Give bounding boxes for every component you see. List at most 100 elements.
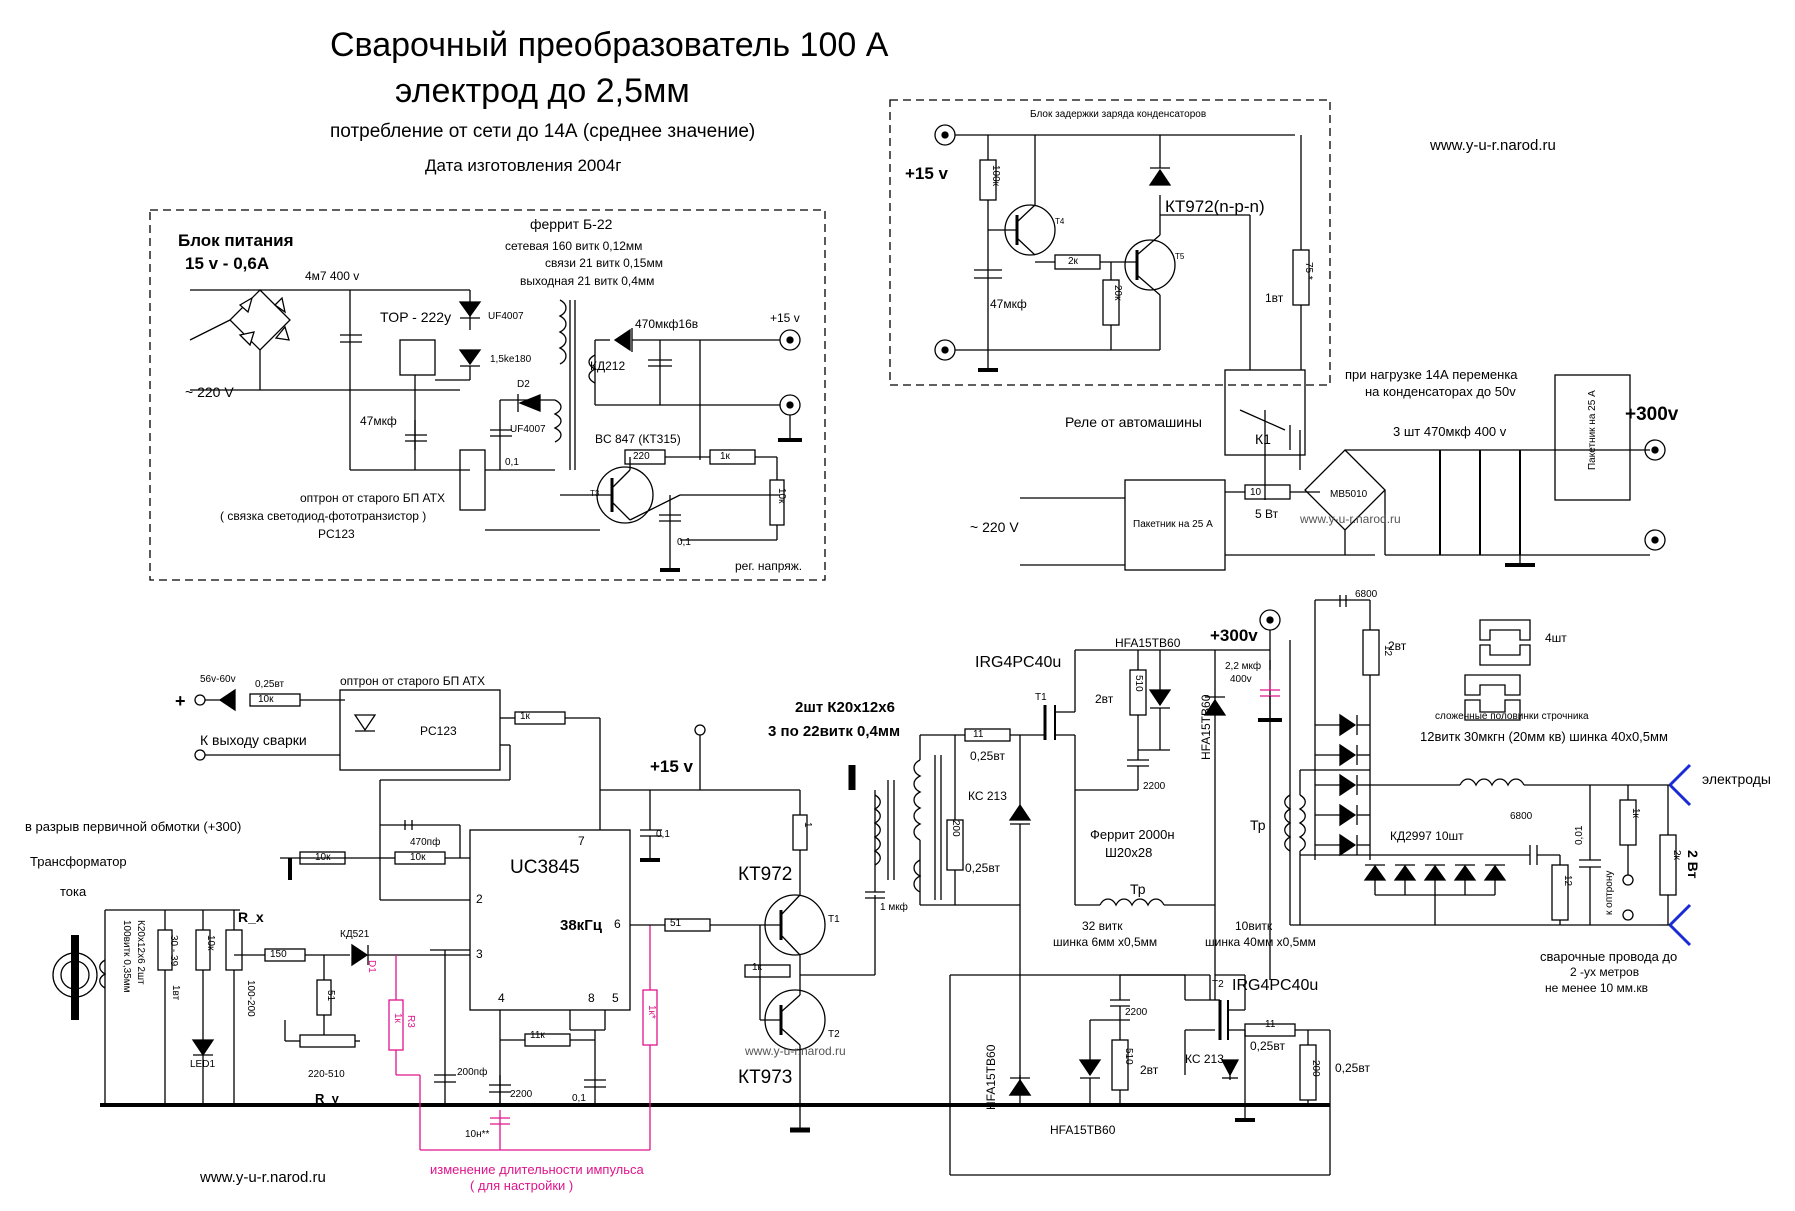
- wires-note-3: не менее 10 мм.кв: [1545, 981, 1649, 995]
- website-bottom: www.y-u-r.narod.ru: [200, 1169, 326, 1186]
- title-line-3: потребление от сети до 14А (среднее знач…: [330, 121, 756, 142]
- r10k-ps-label: 10к: [776, 488, 787, 504]
- website-watermark-1: www.y-u-r.narod.ru: [1300, 512, 1401, 526]
- pc123-ctrl-label: PC123: [420, 724, 457, 738]
- optron-line-1: оптрон от старого БП АТХ: [300, 491, 445, 505]
- cap47-delay-label: 47мкф: [990, 297, 1027, 311]
- r75-label: 75 *: [1303, 262, 1314, 280]
- core-note-label: сложенные половинки строчника: [1435, 711, 1589, 722]
- pin-6: 6: [614, 917, 621, 931]
- r2k-label: 2к: [1068, 256, 1078, 267]
- optron-line-2: ( связка светодиод-фототранзистор ): [220, 509, 427, 523]
- r025c-label: 0,25вт: [1250, 1039, 1285, 1053]
- r1k-ps-label: 1к: [720, 451, 730, 462]
- plus300-stage-label: +300v: [1210, 626, 1258, 645]
- website-watermark-2: www.y-u-r.narod.ru: [745, 1044, 846, 1058]
- kc213b-label: КС 213: [1185, 1052, 1224, 1066]
- irg-bot-label: IRG4PC40u: [1232, 977, 1319, 994]
- optron-ctrl-label: оптрон от старого БП АТХ: [340, 674, 485, 688]
- ferrite-core-2: Ш20х28: [1105, 845, 1153, 860]
- ac-in-label: ~ 220 V: [185, 384, 234, 400]
- load-note-2: на конденсаторах до 50v: [1365, 384, 1516, 399]
- t3-label: T3: [590, 489, 600, 498]
- r20k-label: 20к: [1112, 285, 1123, 301]
- power-block-title: Блок питания: [178, 231, 294, 250]
- r150-label: 150: [270, 949, 287, 960]
- d1-label: D1: [366, 960, 377, 973]
- pin-5: 5: [612, 991, 619, 1005]
- top222-label: TOP - 222y: [380, 309, 452, 325]
- led1-label: LED1: [190, 1059, 216, 1070]
- w2-label: 2вт: [1095, 692, 1114, 706]
- w1-ctrl-label: 1вт: [170, 985, 181, 1001]
- kc213-label: КС 213: [968, 789, 1007, 803]
- kt972-label: КТ972: [738, 864, 793, 885]
- cap-input-label: 4м7 400 v: [305, 269, 360, 283]
- r100-200-label: 100-200: [245, 980, 256, 1017]
- cap10n-label: 10н**: [465, 1129, 490, 1140]
- r11-label: 11: [973, 729, 984, 740]
- turns10-a: 10витк: [1235, 919, 1273, 933]
- r025b-label: 0,25вт: [965, 861, 1000, 875]
- ct-core-label: К20х12х6 2шт: [135, 920, 146, 985]
- ry-label: R_y: [315, 1091, 339, 1106]
- ferrite-core-1: Феррит 2000н: [1090, 827, 1175, 842]
- r30-label: 30 - 39: [168, 935, 179, 967]
- r510-label: 510: [1133, 675, 1144, 692]
- winding-2: связи 21 витк 0,15мм: [545, 256, 663, 270]
- title-line-2: электрод до 2,5мм: [395, 72, 690, 110]
- wires-note-1: сварочные провода до: [1540, 949, 1678, 964]
- diode-56v: 56v-60v: [200, 674, 236, 685]
- rx-label: R_x: [238, 909, 264, 925]
- gdt-line-1: 2шт К20х12х6: [795, 699, 895, 716]
- ac-mains-label: ~ 220 V: [970, 519, 1019, 535]
- r510b-label: 510: [1123, 1048, 1134, 1065]
- d2-label: D2: [517, 379, 530, 390]
- tvs-label: 1,5ke180: [490, 354, 532, 365]
- break-note: в разрыв первичной обмотки (+300): [25, 819, 242, 834]
- title-line-1: Сварочный преобразователь 100 А: [330, 26, 889, 64]
- ct-label-1: Трансформатор: [30, 854, 127, 869]
- r3-label: R3: [405, 1015, 416, 1028]
- r025-label: 0,25вт: [255, 679, 285, 690]
- power-block-rating: 15 v - 0,6А: [185, 254, 270, 273]
- optron-line-3: PC123: [318, 527, 355, 541]
- cap22u-label: 2,2 мкф: [1225, 661, 1262, 672]
- to-opto-label: к оптрону: [1604, 870, 1615, 915]
- turns32-b: шинка 6мм х0,5мм: [1053, 935, 1158, 949]
- ct-turns-label: 100витк 0,35мм: [121, 920, 132, 993]
- cap200p-label: 200пф: [457, 1067, 488, 1078]
- r220-label: 220: [633, 451, 650, 462]
- cap47-label: 47мкф: [360, 414, 397, 428]
- pin-4: 4: [498, 991, 505, 1005]
- plus15-ps-label: +15 v: [770, 311, 800, 325]
- plus-sign: +: [175, 691, 186, 711]
- breaker-vert-label: Пакетник на 25 А: [1587, 390, 1598, 470]
- r10k-a-label: 10к: [315, 852, 331, 863]
- plus300-mains-label: +300v: [1625, 404, 1679, 425]
- pin-7: 7: [578, 834, 585, 848]
- r200b-label: 200: [1310, 1060, 1321, 1077]
- load-note-1: при нагрузке 14А переменка: [1345, 367, 1518, 382]
- tr-out-label: Тр: [1250, 817, 1266, 833]
- electrodes-label: электроды: [1702, 771, 1771, 787]
- ps-bridge: [189, 289, 460, 391]
- v400-label: 400v: [1230, 674, 1252, 685]
- breaker-label: Пакетник на 25 А: [1133, 519, 1213, 530]
- hfa-vert2-label: HFA15TB60: [984, 1044, 998, 1110]
- r10k-c-label: 10к: [205, 935, 216, 951]
- r200-label: 200: [950, 820, 961, 837]
- r1-label: 1: [802, 822, 813, 828]
- kd521-label: КД521: [340, 929, 370, 940]
- bridge-label: MB5010: [1330, 489, 1368, 500]
- r100k-label: 100к: [990, 165, 1001, 187]
- r1k-star-label: 1к*: [646, 1005, 657, 1019]
- pin-8: 8: [588, 991, 595, 1005]
- freq-label: 38кГц: [560, 917, 602, 934]
- r1k-pink-label: 1к: [392, 1013, 403, 1023]
- output-diodes: [1339, 713, 1358, 857]
- uf4007-1: UF4007: [488, 311, 524, 322]
- cap01b-ctrl-label: 0,1: [572, 1093, 586, 1104]
- t5-label: T5: [1175, 252, 1185, 261]
